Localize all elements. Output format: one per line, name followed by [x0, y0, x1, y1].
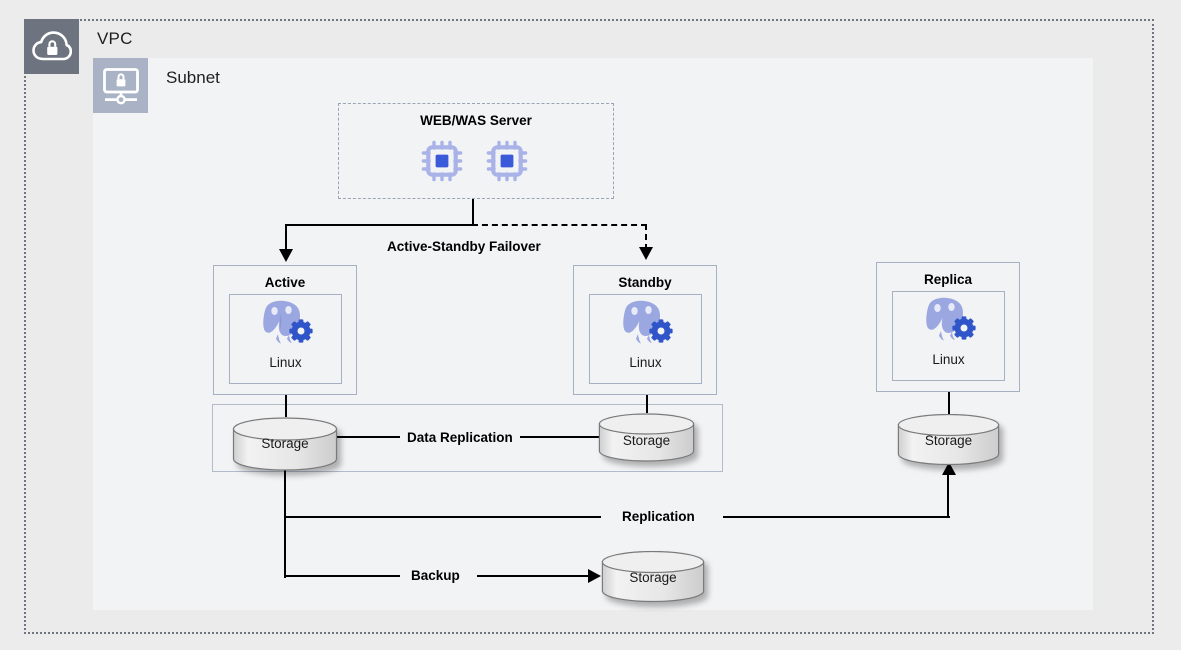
node-active-os-label: Linux: [269, 355, 302, 370]
edge-label-replication: Replication: [615, 509, 702, 524]
edge-label-failover: Active-Standby Failover: [380, 239, 548, 254]
active-storage-spine-line: [284, 470, 287, 578]
postgresql-gear-icon: [258, 298, 314, 351]
backup-right-horizontal-line: [477, 575, 590, 578]
failover-active-horizontal-line: [285, 224, 474, 227]
edge-label-backup: Backup: [404, 568, 467, 583]
node-standby-title: Standby: [618, 275, 672, 290]
vpc-label: VPC: [97, 29, 133, 48]
storage-cylinder-active: [232, 417, 338, 476]
failover-standby-horizontal-line: [472, 224, 647, 226]
web-was-server-group: [338, 103, 614, 199]
node-standby-os-label: Linux: [629, 355, 662, 370]
node-replica-inner: [892, 291, 1005, 381]
storage-cylinder-replica: [897, 413, 1000, 471]
postgresql-gear-icon: [618, 298, 674, 351]
failover-active-vertical-line: [285, 224, 288, 252]
storage-cylinder-standby: [598, 413, 695, 468]
subnet-label: Subnet: [166, 68, 220, 87]
node-active-title: Active: [264, 275, 306, 290]
failover-stem-line: [472, 199, 475, 226]
edge-label-data-replication: Data Replication: [400, 430, 520, 445]
subnet-monitor-lock-icon: [93, 58, 148, 113]
backup-arrowhead: [588, 569, 601, 583]
cpu-chip-icon: [421, 140, 463, 187]
replica-to-storage-line: [948, 392, 951, 414]
postgresql-gear-icon: [921, 295, 977, 348]
replication-riser-line: [947, 474, 950, 518]
backup-left-horizontal-line: [284, 575, 400, 578]
active-to-storage-line: [285, 395, 288, 417]
replication-left-horizontal-line: [284, 516, 601, 519]
cloud-lock-icon: [24, 19, 79, 74]
standby-to-storage-line: [646, 395, 649, 413]
replication-right-horizontal-line: [723, 516, 950, 519]
node-replica-title: Replica: [923, 272, 973, 287]
cpu-chip-icon: [486, 140, 528, 187]
storage-cylinder-backup: [601, 550, 705, 608]
failover-standby-arrowhead: [639, 247, 653, 260]
failover-active-arrowhead: [279, 249, 293, 262]
web-was-server-title: WEB/WAS Server: [420, 113, 532, 128]
data-replication-group: [212, 404, 723, 472]
failover-standby-vertical-line: [645, 224, 647, 250]
node-replica-os-label: Linux: [932, 352, 965, 367]
replication-arrowhead: [942, 462, 956, 475]
